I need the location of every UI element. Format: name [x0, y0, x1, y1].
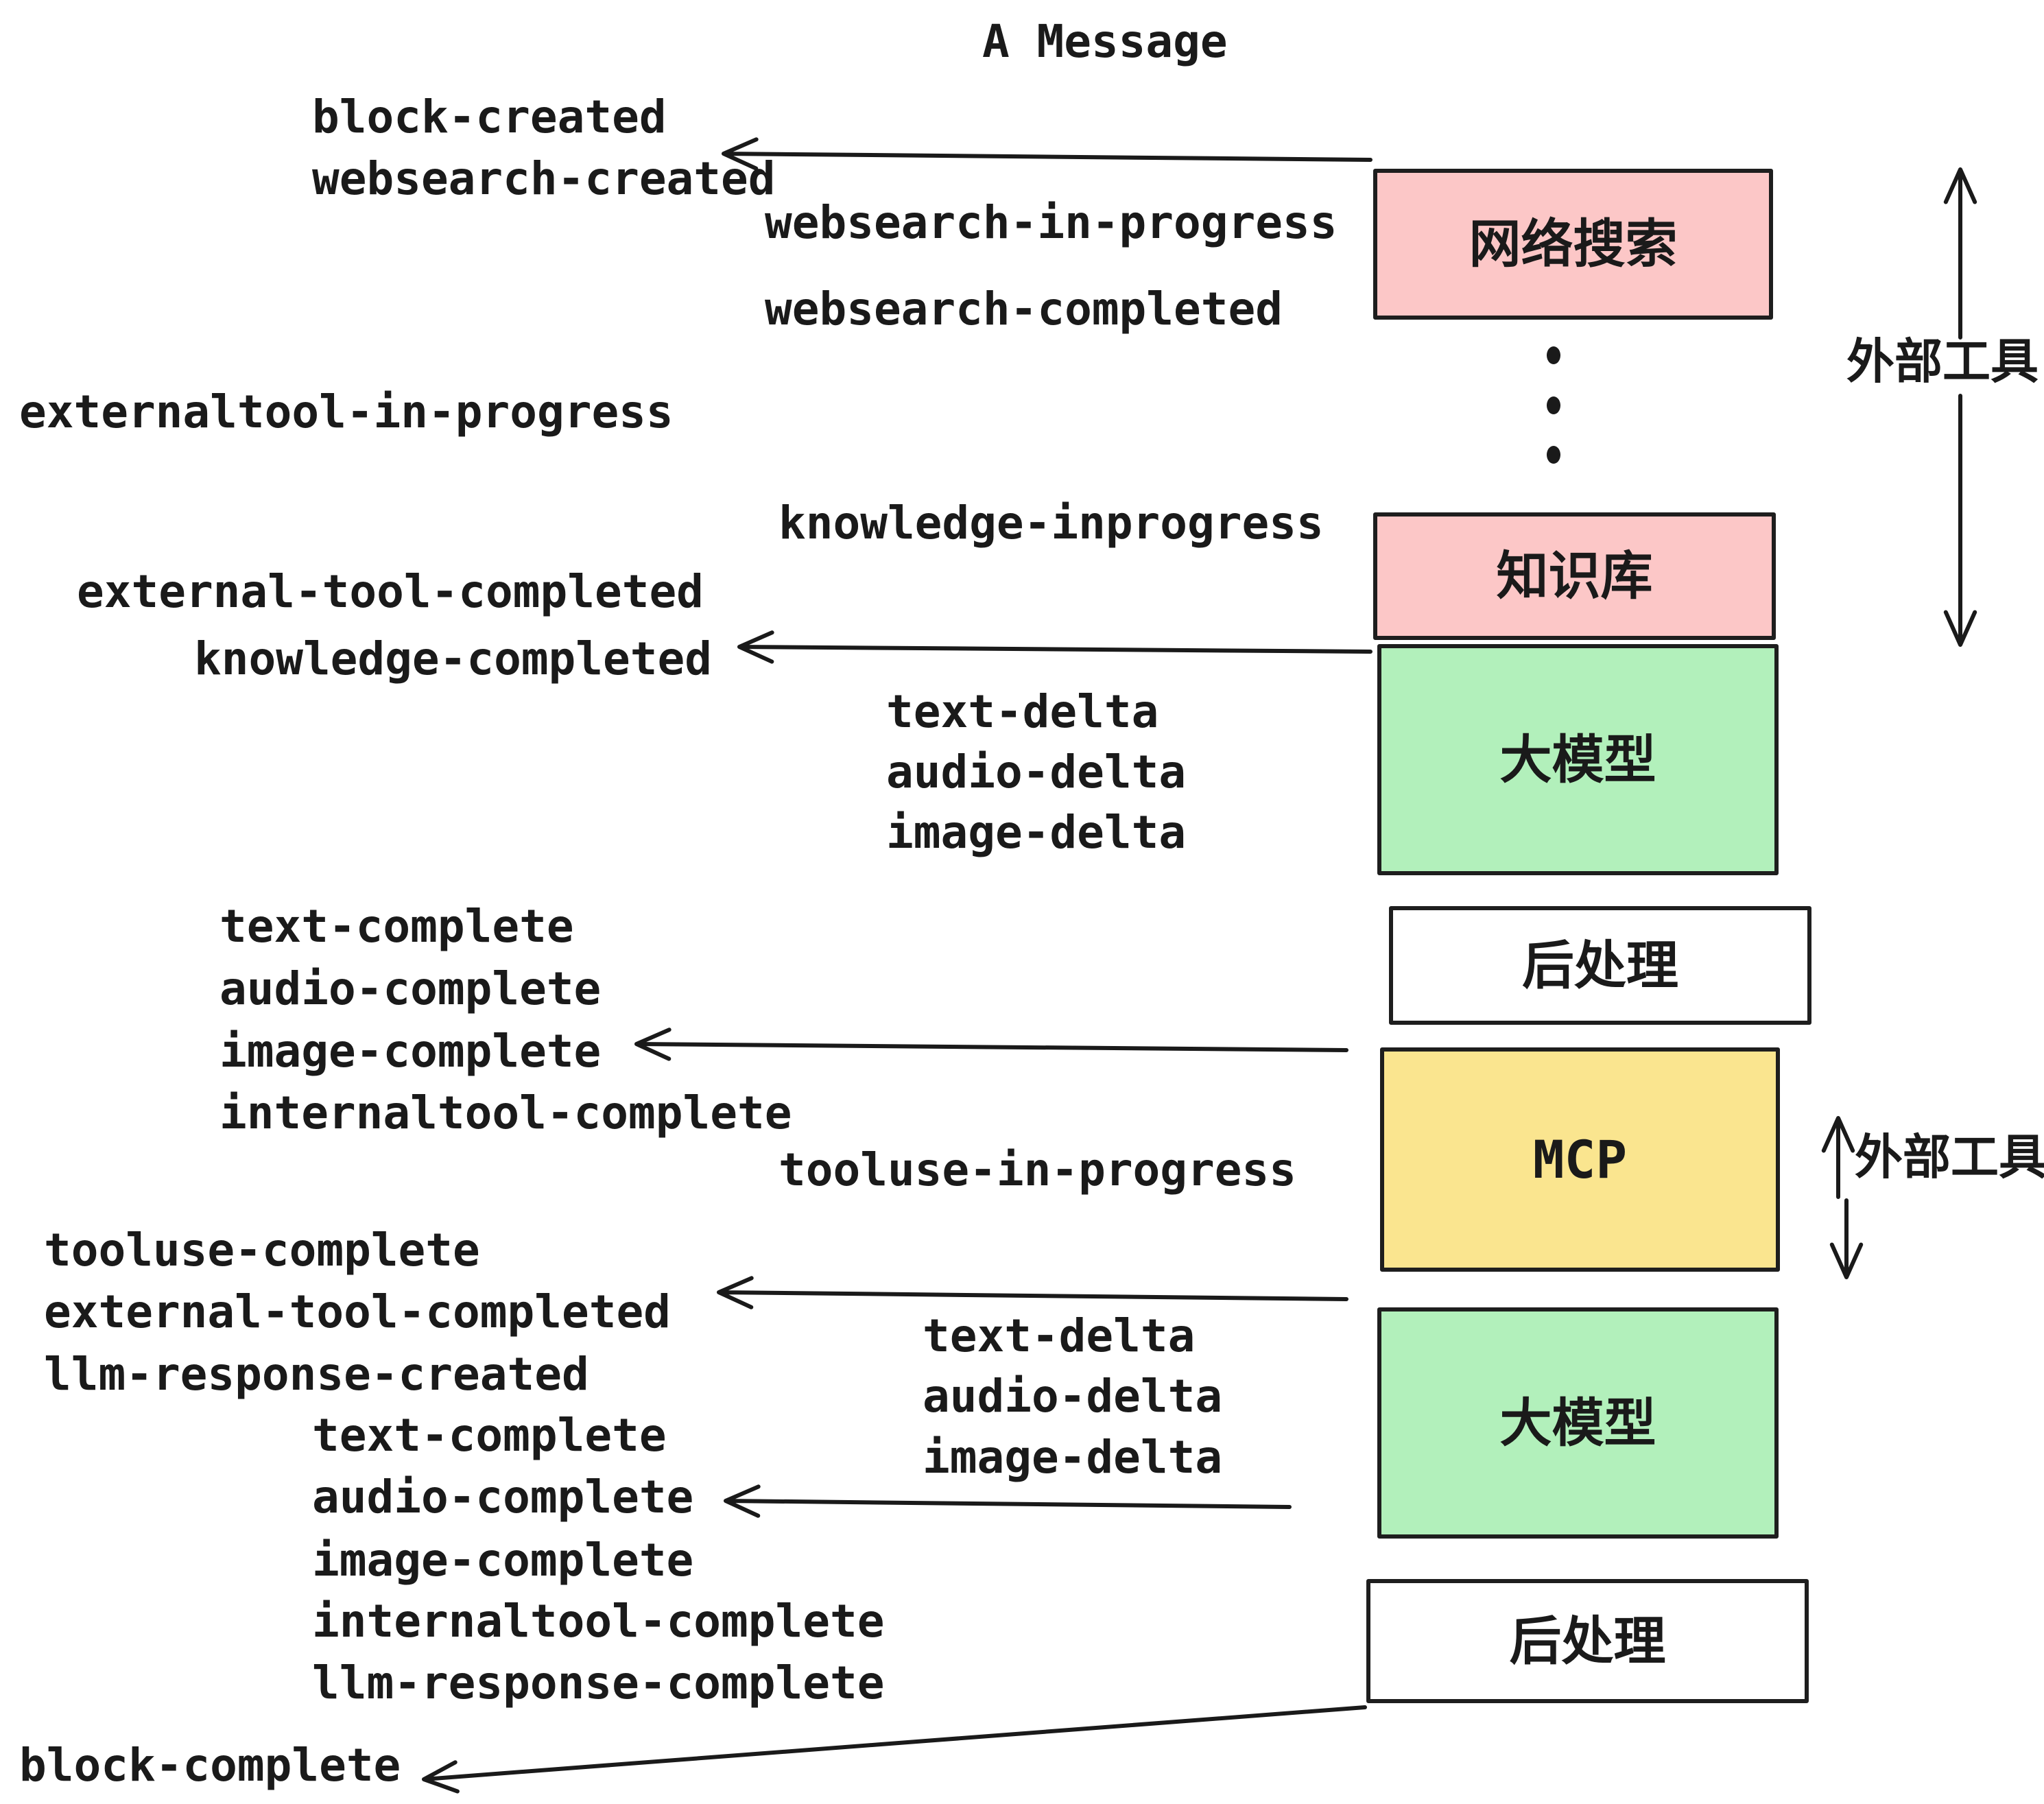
event-externaltool-in-progress: externaltool-in-progress — [19, 385, 674, 438]
event-text-complete-2: text-complete — [312, 1409, 667, 1462]
event-websearch-in-progress: websearch-in-progress — [765, 196, 1338, 249]
arrow — [1829, 1198, 1864, 1279]
llm-box-2: 大模型 — [1377, 1307, 1779, 1539]
postprocess-box-1: 后处理 — [1389, 906, 1811, 1025]
event-llm-response-complete: llm-response-complete — [312, 1657, 885, 1709]
event-internaltool-complete-2: internaltool-complete — [312, 1595, 885, 1648]
event-tooluse-complete: tooluse-complete — [44, 1224, 480, 1277]
event-audio-delta-1: audio-delta — [886, 746, 1187, 798]
arrow — [717, 1276, 1348, 1309]
event-text-delta-1: text-delta — [886, 685, 1159, 738]
postprocess-box-2: 后处理 — [1366, 1579, 1809, 1703]
event-tooluse-in-progress: tooluse-in-progress — [779, 1143, 1296, 1196]
event-websearch-completed: websearch-completed — [765, 283, 1283, 335]
arrow — [1821, 1116, 1855, 1199]
event-block-complete: block-complete — [19, 1739, 401, 1792]
ellipsis-dot — [1547, 446, 1560, 464]
external-tools-label-2: 外部工具 — [1855, 1129, 2044, 1185]
event-text-complete-1: text-complete — [219, 900, 574, 953]
event-audio-complete-2: audio-complete — [312, 1471, 694, 1523]
knowledge-box-label: 知识库 — [1496, 545, 1653, 606]
event-knowledge-inprogress: knowledge-inprogress — [779, 497, 1324, 549]
event-audio-complete-1: audio-complete — [219, 962, 602, 1015]
event-block-created: block-created — [312, 91, 667, 143]
llm-box-1-label: 大模型 — [1499, 728, 1656, 790]
arrow — [737, 630, 1372, 664]
event-external-tool-completed-2: external-tool-completed — [44, 1285, 671, 1338]
websearch-box-label: 网络搜索 — [1469, 213, 1678, 274]
arrow — [634, 1028, 1348, 1061]
arrow — [422, 1705, 1367, 1794]
postprocess-box-1-label: 后处理 — [1522, 934, 1678, 996]
event-external-tool-completed: external-tool-completed — [77, 565, 704, 618]
event-image-complete-1: image-complete — [219, 1025, 602, 1078]
llm-box-1: 大模型 — [1377, 644, 1779, 875]
ellipsis-dot — [1547, 346, 1560, 364]
llm-box-2-label: 大模型 — [1499, 1392, 1656, 1453]
mcp-box: MCP — [1380, 1047, 1780, 1272]
event-internaltool-complete-1: internaltool-complete — [219, 1087, 792, 1139]
diagram-title: A Message — [982, 15, 1228, 68]
ellipsis-dot — [1547, 396, 1560, 414]
arrow — [722, 137, 1372, 171]
event-image-delta-1: image-delta — [886, 806, 1187, 859]
arrow — [1943, 394, 1977, 647]
event-audio-delta-2: audio-delta — [923, 1370, 1223, 1423]
event-websearch-created: websearch-created — [312, 152, 776, 205]
knowledge-box: 知识库 — [1373, 512, 1776, 640]
mcp-box-label: MCP — [1532, 1128, 1628, 1190]
event-image-delta-2: image-delta — [923, 1431, 1223, 1484]
event-text-delta-2: text-delta — [923, 1309, 1196, 1362]
arrow — [724, 1484, 1292, 1518]
arrow — [1943, 167, 1977, 340]
event-llm-response-created: llm-response-created — [44, 1348, 589, 1401]
event-knowledge-completed: knowledge-completed — [194, 632, 712, 685]
external-tools-label-1: 外部工具 — [1846, 333, 2039, 390]
postprocess-box-2-label: 后处理 — [1509, 1610, 1666, 1672]
websearch-box: 网络搜索 — [1373, 169, 1773, 320]
event-image-complete-2: image-complete — [312, 1534, 694, 1587]
